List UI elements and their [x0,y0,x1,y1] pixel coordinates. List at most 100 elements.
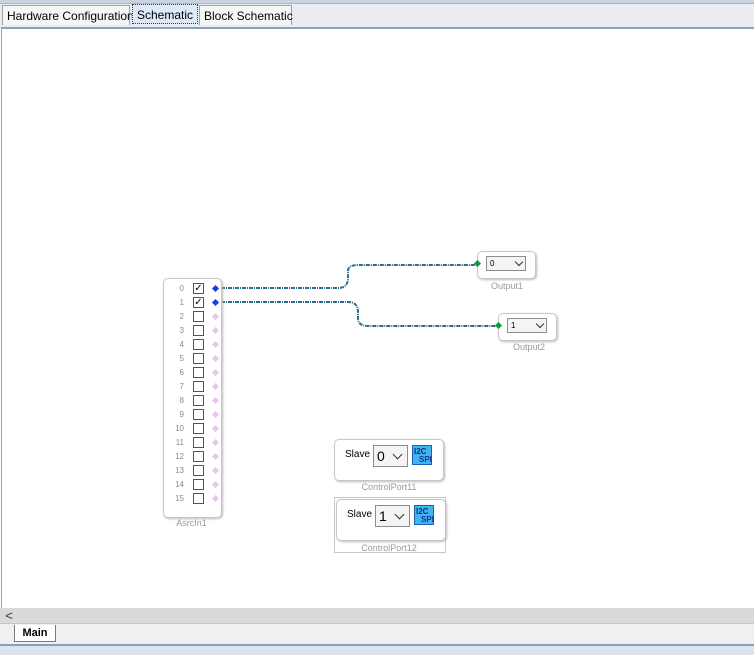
asrc-output-pin[interactable] [211,312,220,321]
asrc-channel-checkbox[interactable] [193,381,204,392]
output2-dropdown[interactable]: 1 [507,318,547,333]
controlport11-slave-dropdown[interactable]: 0 [373,445,408,467]
tab-hardware-configuration[interactable]: Hardware Configuration [2,5,134,25]
scroll-left-icon[interactable]: < [5,608,13,623]
check-icon: ✓ [194,297,203,308]
asrc-output-pin[interactable] [211,466,220,475]
spi-text: SPI [421,515,434,524]
bottom-border [0,644,754,655]
asrc-output-pin[interactable] [211,326,220,335]
asrc-row-number: 9 [179,410,184,419]
asrc-row-number: 0 [179,284,184,293]
asrc-channel-checkbox[interactable] [193,437,204,448]
i2c-spi-icon[interactable]: I2C SPI [414,505,434,525]
asrc-output-pin[interactable] [211,438,220,447]
asrc-row: 7 [164,380,221,394]
controlport11-block[interactable]: Slave 0 I2C SPI [334,439,444,481]
output2-block[interactable]: 1 [494,313,557,341]
asrc-channel-checkbox[interactable] [193,395,204,406]
asrc-row-number: 2 [179,312,184,321]
slave-label: Slave [345,449,371,460]
tab-schematic[interactable]: Schematic [132,4,198,24]
asrc-row: 14 [164,478,221,492]
asrc-channel-checkbox[interactable] [193,423,204,434]
asrc-channel-checkbox[interactable]: ✓ [193,283,204,294]
asrc-channel-checkbox[interactable] [193,409,204,420]
chevron-down-icon [392,449,403,460]
asrc-row: 1✓ [164,296,221,310]
asrc-row: 6 [164,366,221,380]
asrc-row: 11 [164,436,221,450]
sheet-tab-bar [0,623,754,644]
asrc-row: 15 [164,492,221,506]
i2c-text: I2C [414,447,427,456]
asrc-channel-checkbox[interactable] [193,339,204,350]
asrc-row-number: 10 [175,424,184,433]
asrc-output-pin[interactable] [211,368,220,377]
asrc-channel-checkbox[interactable] [193,353,204,364]
i2c-text: I2C [416,507,429,516]
asrc-output-pin[interactable] [211,382,220,391]
asrc-row: 13 [164,464,221,478]
controlport11-label: ControlPort11 [361,482,417,492]
asrc-output-pin[interactable] [211,494,220,503]
asrc-output-pin[interactable] [211,284,220,293]
asrc-row-number: 8 [179,396,184,405]
wire-1-to-output2[interactable] [214,301,501,327]
asrc-row: 8 [164,394,221,408]
asrc-channel-checkbox[interactable] [193,493,204,504]
asrc-row-number: 15 [175,494,184,503]
i2c-spi-icon[interactable]: I2C SPI [412,445,432,465]
controlport12-slave-dropdown[interactable]: 1 [375,505,410,527]
asrc-channel-checkbox[interactable] [193,479,204,490]
asrc-output-pin[interactable] [211,396,220,405]
asrc-output-pin[interactable] [211,354,220,363]
asrc-output-pin[interactable] [211,410,220,419]
asrc-output-pin[interactable] [211,298,220,307]
tab-block-schematic[interactable]: Block Schematic [199,5,293,25]
asrc-row-number: 11 [175,438,184,447]
controlport12-slave-value: 1 [379,508,387,524]
output1-value: 0 [490,259,495,268]
asrc-channel-checkbox[interactable] [193,311,204,322]
asrc-row: 5 [164,352,221,366]
asrc-row-number: 7 [179,382,184,391]
check-icon: ✓ [194,283,203,294]
asrc-label: AsrcIn1 [176,518,207,528]
asrc-row: 10 [164,422,221,436]
output2-label: Output2 [512,342,546,352]
output2-value: 1 [511,321,516,330]
asrc-row-number: 5 [179,354,184,363]
asrc-output-pin[interactable] [211,452,220,461]
controlport11-slave-value: 0 [377,448,385,464]
asrc-channel-checkbox[interactable]: ✓ [193,297,204,308]
asrc-channel-checkbox[interactable] [193,451,204,462]
wire-0-to-output1[interactable] [214,264,480,289]
asrc-channel-checkbox[interactable] [193,465,204,476]
chevron-down-icon [535,319,545,329]
asrc-channel-checkbox[interactable] [193,367,204,378]
output1-block[interactable]: 0 [473,251,536,279]
asrc-row: 4 [164,338,221,352]
tab-main[interactable]: Main [14,625,56,642]
top-border [0,0,754,4]
controlport12-block[interactable]: Slave 1 I2C SPI [336,499,446,541]
asrc-row: 0✓ [164,282,221,296]
asrc-output-pin[interactable] [211,480,220,489]
asrc-row-number: 1 [179,298,184,307]
asrc-output-pin[interactable] [211,340,220,349]
asrc-row-number: 6 [179,368,184,377]
output1-dropdown[interactable]: 0 [486,256,526,271]
horizontal-scrollbar[interactable] [0,608,754,623]
spi-text: SPI [419,455,432,464]
asrc-row-number: 12 [175,452,184,461]
slave-label: Slave [347,509,373,520]
asrc-row: 12 [164,450,221,464]
asrc-channel-checkbox[interactable] [193,325,204,336]
asrc-row: 9 [164,408,221,422]
asrc-row-number: 14 [175,480,184,489]
asrc-row: 3 [164,324,221,338]
asrc-output-pin[interactable] [211,424,220,433]
